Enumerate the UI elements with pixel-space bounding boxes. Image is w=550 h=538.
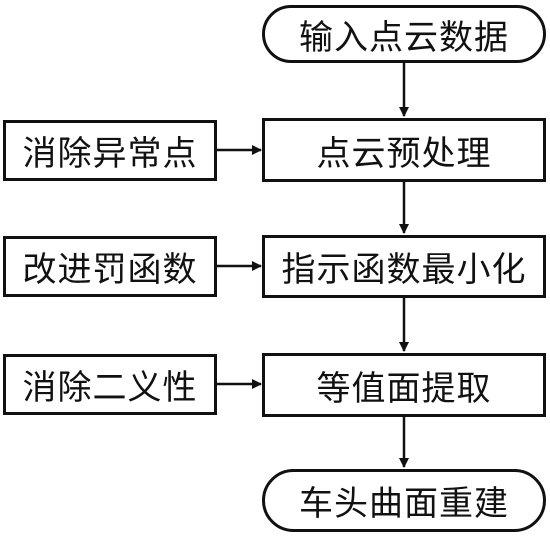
process-box-minimize: 指示函数最小化 [262,235,546,298]
side-box-remove-outliers: 消除异常点 [3,120,217,181]
side-box-remove-ambiguity: 消除二义性 [3,354,217,415]
side-box-improve-penalty: 改进罚函数 [3,236,217,297]
process-box-isosurface: 等值面提取 [262,353,546,417]
end-terminal: 车头曲面重建 [262,469,546,532]
process-box-preprocess: 点云预处理 [262,118,546,182]
start-terminal: 输入点云数据 [262,5,546,63]
